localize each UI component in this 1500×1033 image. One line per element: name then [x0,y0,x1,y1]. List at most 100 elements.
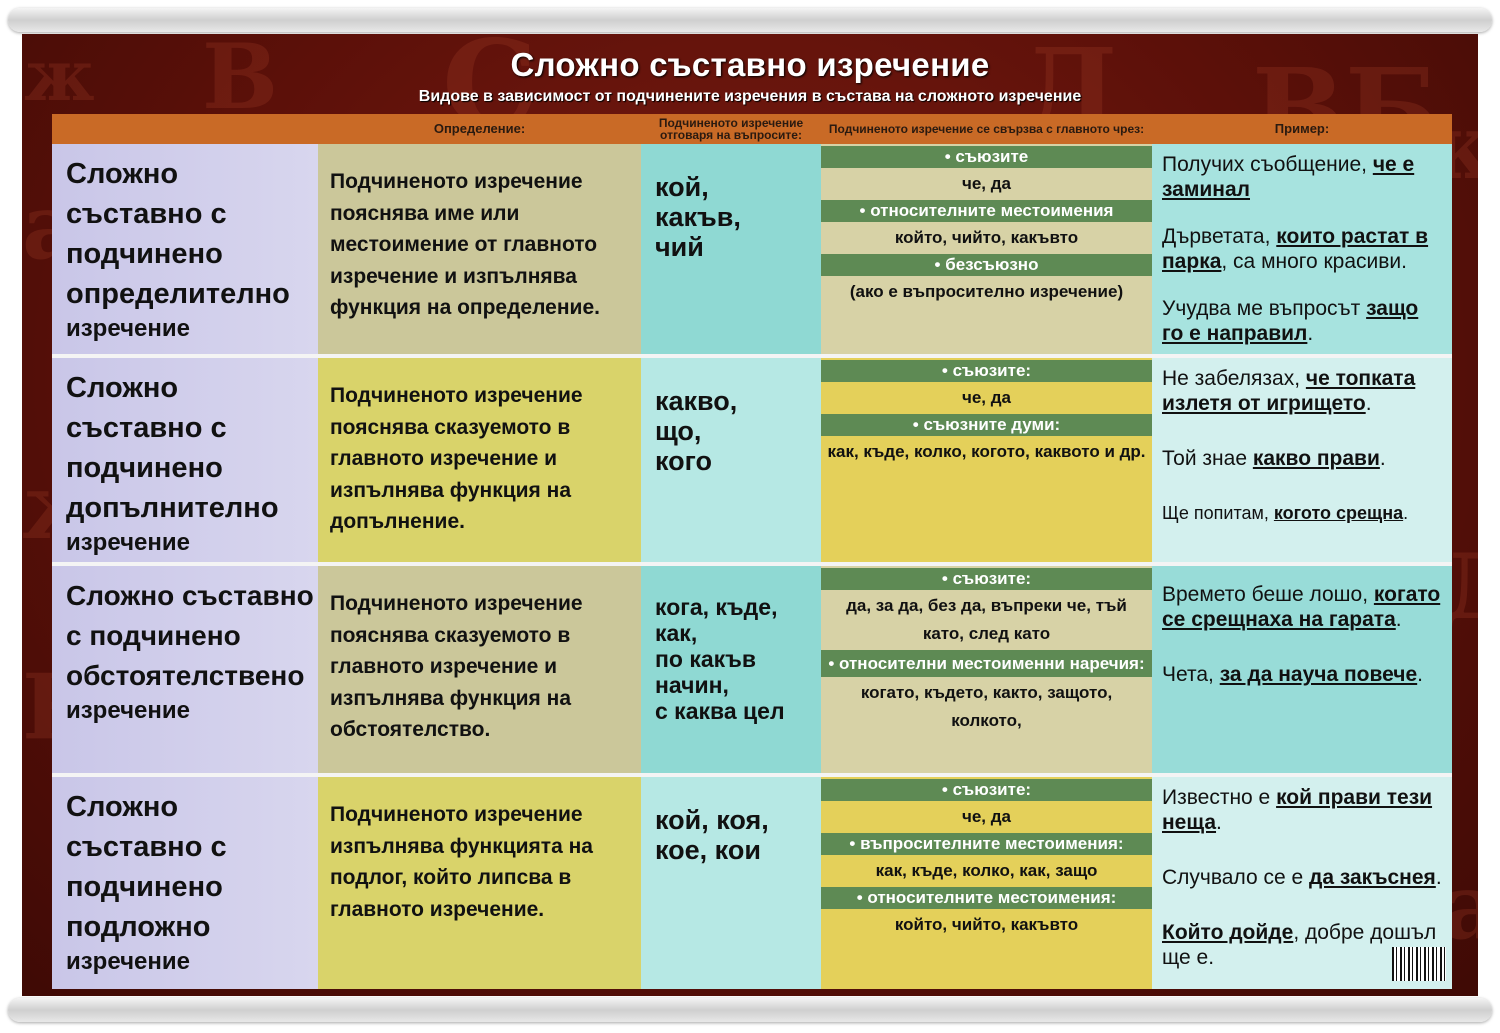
definition-cell: Подчиненото изречение пояснява име или м… [318,144,641,354]
example-sentence: Получих съобщение, че е заминал [1162,152,1444,202]
definition-text: Подчиненото изречение изпълнява функцият… [330,803,593,921]
connection-text: че, да [961,807,1012,826]
questions-text: кой, какъв, чий [655,172,741,262]
connection-cell: • съюзите: че, да • въпросителните место… [821,777,1152,989]
connection-band: • въпросителните местоимения: [821,833,1152,855]
connection-band: • относителни местоименни наречия: [821,650,1152,677]
example-text: . [1403,503,1409,523]
header-connection: Подчиненото изречение се свързва с главн… [828,122,1145,136]
connection-cell: • съюзите: че, да • съюзните думи: как, … [821,358,1152,562]
bottom-hanger-rail [8,998,1492,1022]
example-sentence: Той знае какво прави. [1162,446,1444,471]
connection-text: който, чийто, какъвто [894,915,1079,934]
example-text: . [1395,608,1402,631]
example-text: . [1417,663,1424,686]
definition-text: Подчиненото изречение пояснява сказуемот… [330,384,583,533]
type-name: Сложно съставно с подчинено обстоятелств… [66,580,314,691]
example-sentence: Случвало се е да закъснея. [1162,865,1444,890]
example-sentence: Ще попитам, когото срещна. [1162,501,1444,526]
example-text: . [1216,811,1222,834]
example-text: . [1365,392,1372,415]
table-row-adverbial: Сложно съставно с подчинено обстоятелств… [52,566,1452,773]
type-name-cell: Сложно съставно с подчинено допълнително… [52,358,318,562]
example-text: Времето беше лошо, [1162,583,1374,606]
connection-cell: • съюзите: да, за да, без да, въпреки че… [821,566,1152,773]
header-definition: Определение: [433,121,526,136]
example-clause: за да науча повече [1219,663,1418,686]
table-header: Определение: Подчиненото изречение отгов… [52,114,1452,144]
top-hanger-rail [8,8,1492,32]
example-sentence: Не забелязах, че топката излетя от игрищ… [1162,366,1444,416]
connection-band: • относителните местоимения [821,200,1152,222]
connection-text: да, за да, без да, въпреки че, тъй като,… [846,596,1127,643]
definition-text: Подчиненото изречение пояснява име или м… [330,170,600,319]
header-example: Пример: [1274,121,1330,136]
example-clause: които растат в парка [1162,225,1429,273]
example-clause: да закъснея [1309,866,1436,889]
definition-cell: Подчиненото изречение изпълнява функцият… [318,777,641,989]
example-cell: Известно е кой прави тези неща. Случвало… [1152,777,1452,989]
connection-band: • безсъюзно [821,254,1152,276]
example-text: , са много красиви. [1221,250,1407,273]
example-text: . [1379,447,1386,470]
header-questions: Подчиненото изречение отговаря на въпрос… [658,116,804,142]
type-name-suffix: изречение [66,697,190,724]
example-text: Не забелязах, [1162,367,1306,390]
example-text: , добре дошъл ще е. [1162,921,1437,969]
questions-text: кой, коя, кое, кои [655,805,769,865]
example-sentence: Чета, за да науча повече. [1162,662,1444,687]
connection-text: (ако е въпросително изречение) [849,282,1124,301]
example-text: Учудва ме въпросът [1162,297,1367,320]
connection-text: как, къде, колко, когото, каквото и др. [827,442,1146,461]
example-clause: когото срещна [1273,503,1404,523]
connection-band: • съюзите: [821,779,1152,801]
example-sentence: Който дойде, добре дошъл ще е. [1162,920,1444,970]
example-cell: Получих съобщение, че е заминал Дърветат… [1152,144,1452,354]
example-clause: че топката излетя от игрището [1162,367,1416,415]
connection-band: • съюзните думи: [821,414,1152,436]
example-sentence: Дърветата, които растат в парка, са мног… [1162,224,1444,274]
example-text: Случвало се е [1162,866,1309,889]
connection-band: • съюзите: [821,568,1152,590]
type-name-suffix: изречение [66,948,190,975]
example-cell: Не забелязах, че топката излетя от игрищ… [1152,358,1452,562]
connection-band: • съюзите [821,146,1152,168]
example-text: Ще попитам, [1162,503,1274,523]
example-sentence: Учудва ме въпросът защо го е направил. [1162,296,1444,346]
connection-text: който, чийто, какъвто [894,228,1079,247]
example-clause: когато се срещнаха на гарата [1162,583,1441,631]
type-name: Сложно съставно с подчинено определителн… [66,158,290,310]
poster-title: Сложно съставно изречение [510,46,990,83]
example-text: . [1307,322,1314,345]
questions-text: какво, що, кого [655,386,738,476]
example-cell: Времето беше лошо, когато се срещнаха на… [1152,566,1452,773]
type-name: Сложно съставно с подчинено допълнително [66,372,279,524]
poster-subtitle: Видове в зависимост от подчинените изреч… [418,88,1082,105]
example-sentence: Известно е кой прави тези неща. [1162,785,1444,835]
example-clause: защо го е направил [1162,297,1419,345]
definition-cell: Подчиненото изречение пояснява сказуемот… [318,358,641,562]
connection-band: • относителните местоимения: [821,887,1152,909]
connection-band: • съюзите: [821,360,1152,382]
example-clause: че е заминал [1162,153,1415,201]
example-text: Чета, [1162,663,1220,686]
example-text: . [1435,866,1442,889]
definition-text: Подчиненото изречение пояснява сказуемот… [330,592,583,741]
questions-cell: какво, що, кого [641,358,821,562]
example-clause: Който дойде [1162,921,1294,944]
example-text: Получих съобщение, [1162,153,1373,176]
questions-cell: кой, коя, кое, кои [641,777,821,989]
connection-text: че, да [961,388,1012,407]
type-name-suffix: изречение [66,315,190,342]
example-text: Дърветата, [1162,225,1277,248]
row-divider [52,773,1452,777]
type-name-suffix: изречение [66,529,190,556]
questions-text: кога, къде, как, по какъв начин, с каква… [655,594,785,724]
example-clause: какво прави [1252,447,1380,470]
definition-cell: Подчиненото изречение пояснява сказуемот… [318,566,641,773]
row-divider [52,562,1452,566]
connection-text: когато, където, както, защото, колкото, [860,683,1113,730]
example-clause: кой прави тези неща [1162,786,1433,834]
